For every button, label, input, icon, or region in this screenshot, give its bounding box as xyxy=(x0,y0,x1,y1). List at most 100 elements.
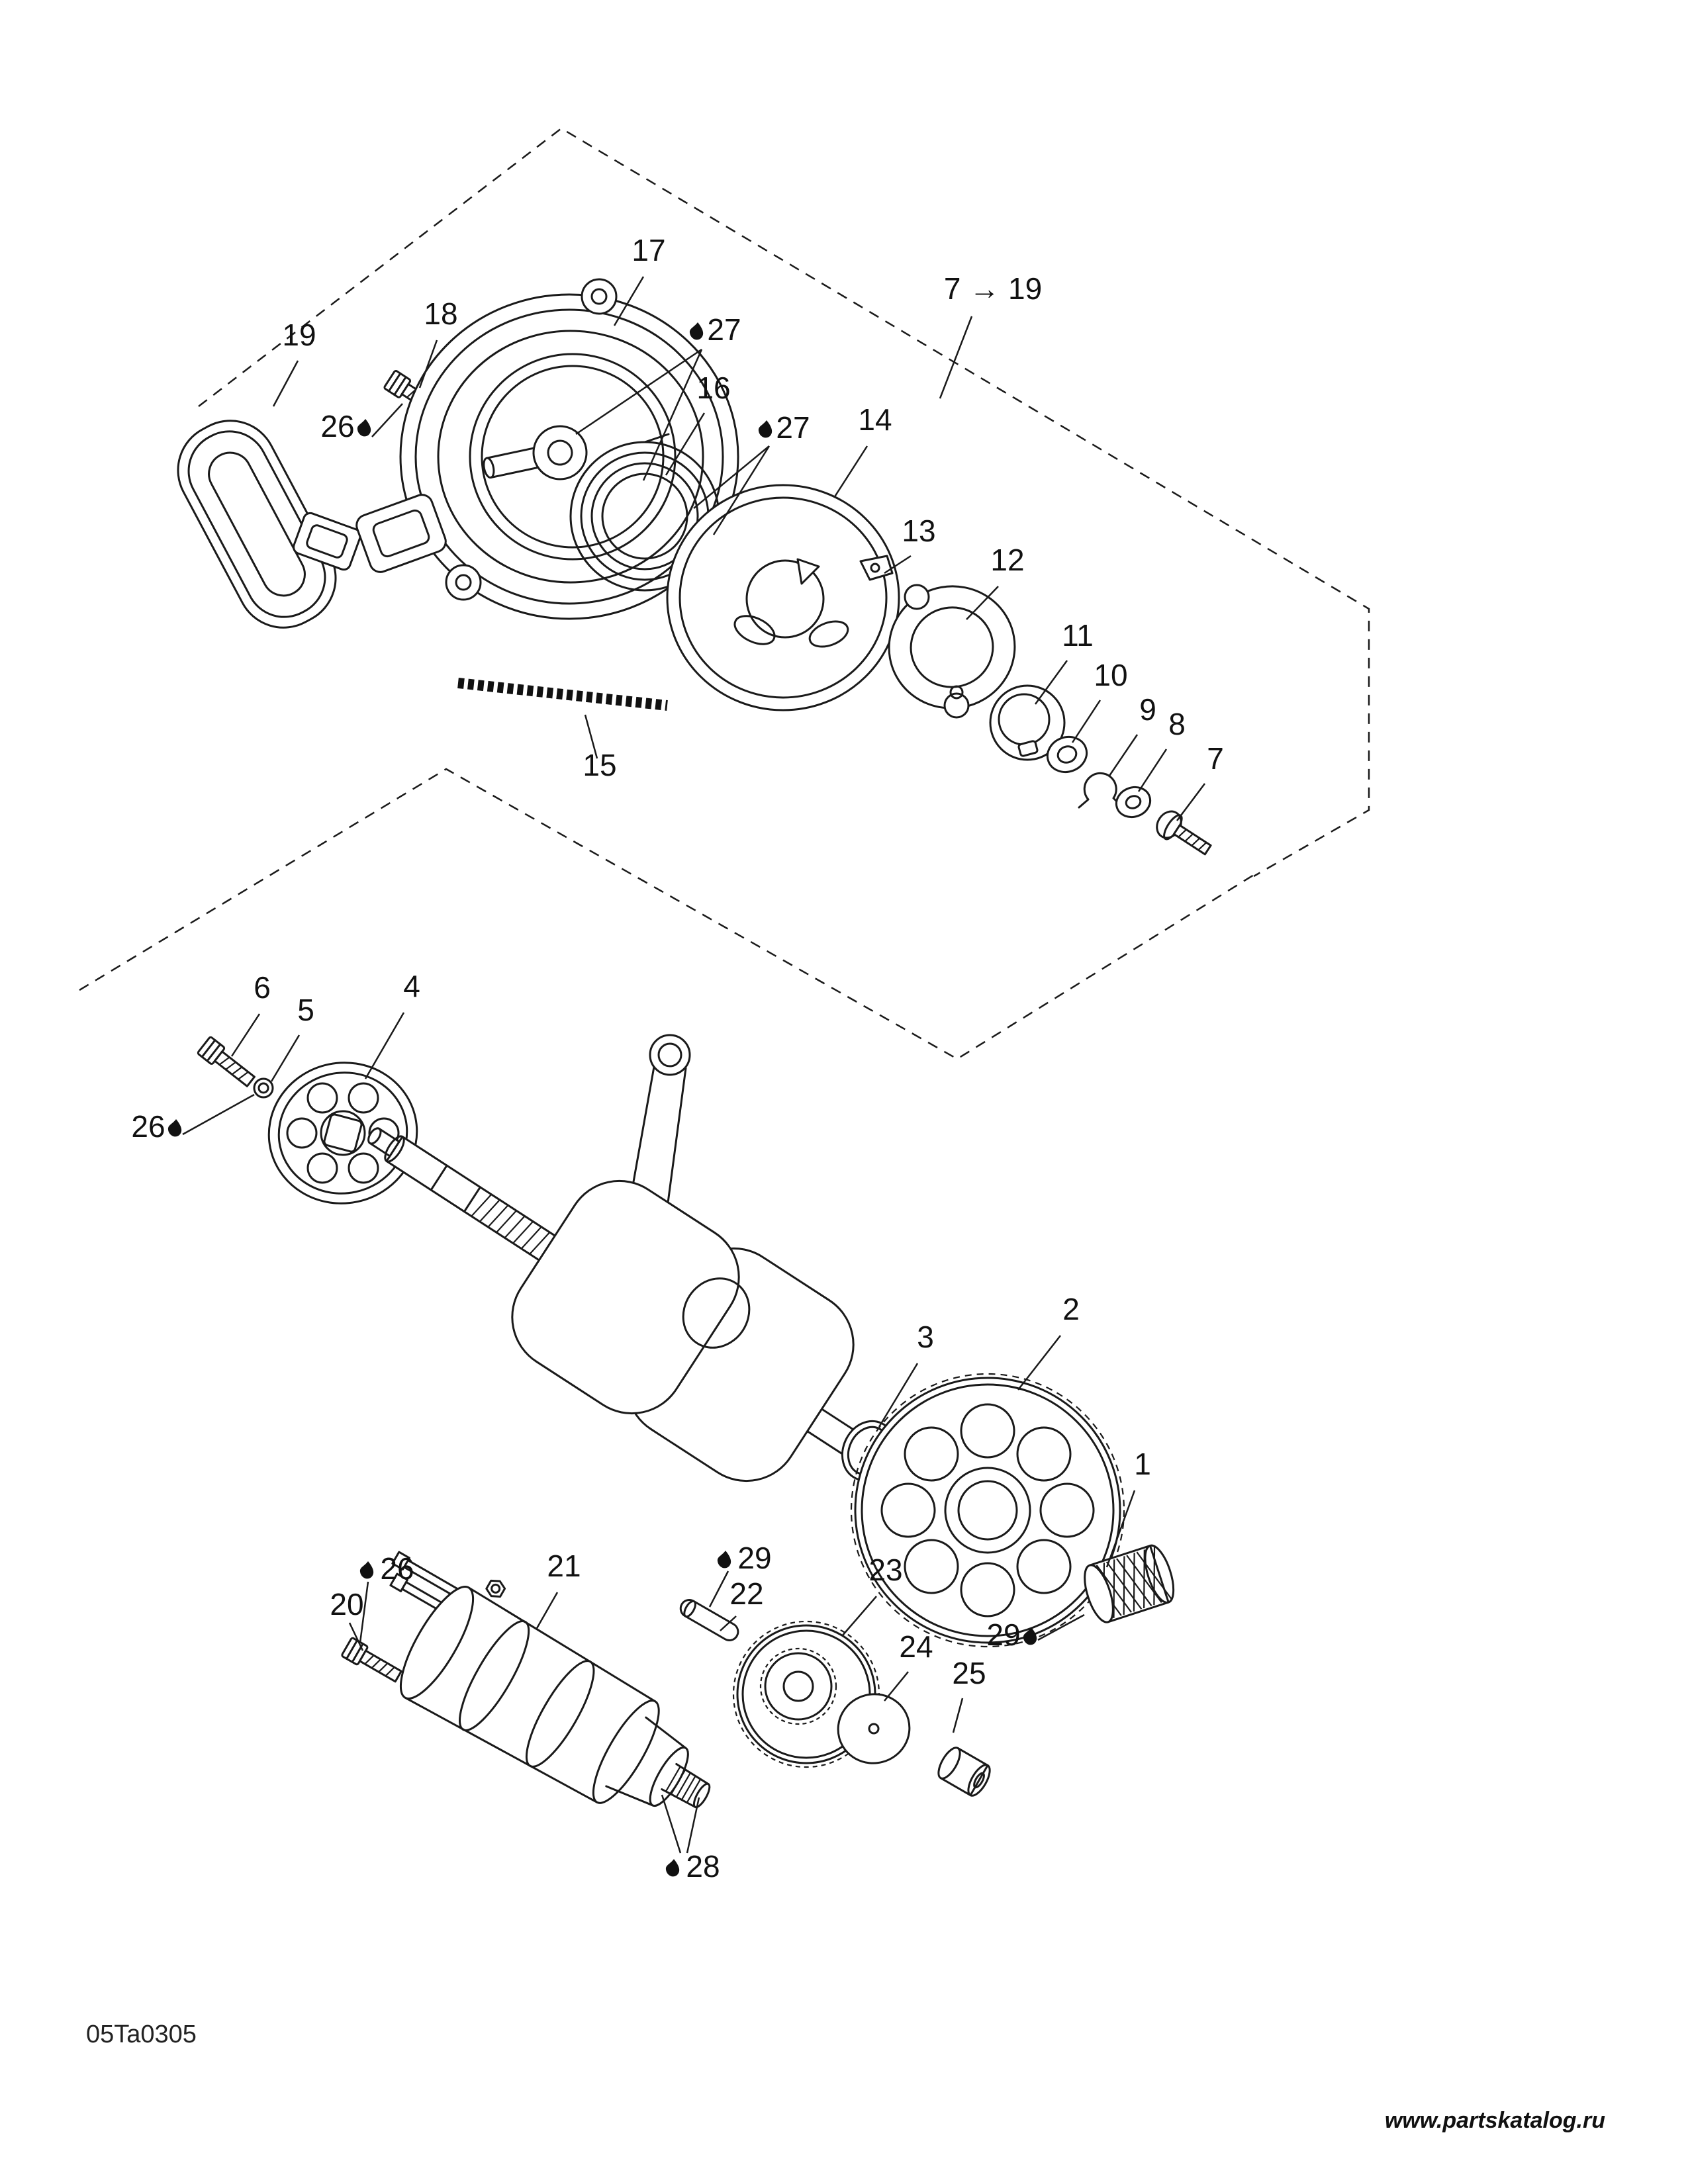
leader-line xyxy=(1108,734,1139,776)
callout-label: 12 xyxy=(990,543,1024,577)
callout-29-left: 29 xyxy=(708,1541,772,1608)
callout-7: 7 xyxy=(1176,741,1224,821)
callout-12: 12 xyxy=(966,543,1025,620)
leader-line xyxy=(708,1570,729,1608)
leader-line xyxy=(1017,1335,1061,1390)
part-rope-sheave-14 xyxy=(666,484,900,711)
callout-15: 15 xyxy=(583,714,617,782)
callout-13: 13 xyxy=(884,514,936,574)
leader-line xyxy=(364,1012,405,1079)
callout-17: 17 xyxy=(613,233,666,326)
leader-line xyxy=(613,276,645,326)
leader-line xyxy=(418,340,438,388)
watermark-link[interactable]: www.partskatalog.ru xyxy=(1385,2108,1605,2133)
callout-7-to-19: 7 → 19 xyxy=(939,271,1042,399)
oil-drop-icon xyxy=(689,322,704,340)
part-pin-22 xyxy=(679,1599,739,1641)
callout-label: 5 xyxy=(297,993,314,1027)
callout-label: 20 xyxy=(330,1587,363,1621)
callout-3: 3 xyxy=(878,1320,934,1428)
leader-line xyxy=(712,445,771,535)
part-spacer-25 xyxy=(937,1747,991,1797)
leader-line xyxy=(1137,749,1168,792)
part-screw-7 xyxy=(1156,810,1212,856)
leader-line xyxy=(693,445,770,509)
callout-27-upper: 27 xyxy=(575,312,741,481)
callout-28: 28 xyxy=(661,1794,720,1884)
leader-line xyxy=(182,1093,255,1136)
oil-drop-icon xyxy=(167,1119,182,1137)
callout-label: 11 xyxy=(1062,618,1094,653)
leader-line xyxy=(952,1698,964,1733)
callout-label: 22 xyxy=(729,1576,763,1611)
callout-2: 2 xyxy=(1017,1292,1080,1390)
callout-label: 16 xyxy=(696,371,730,405)
part-rope-15 xyxy=(457,678,668,711)
leader-line xyxy=(939,316,973,399)
leader-line xyxy=(1037,1614,1085,1641)
callout-1: 1 xyxy=(1105,1447,1151,1568)
callout-label: 25 xyxy=(952,1656,986,1690)
callout-label: 26 xyxy=(320,409,354,443)
callout-18: 18 xyxy=(418,296,458,388)
oil-drop-icon xyxy=(758,420,773,438)
part-bolt-20 xyxy=(340,1636,405,1687)
callout-16: 16 xyxy=(665,371,731,476)
part-friction-plate-12 xyxy=(888,584,1016,719)
part-washer-10 xyxy=(1046,736,1088,773)
callout-label: 9 xyxy=(1139,692,1156,727)
leader-line xyxy=(878,1363,919,1428)
oil-drop-icon xyxy=(665,1859,680,1877)
leader-line xyxy=(270,1034,301,1082)
leader-line xyxy=(833,445,868,498)
callout-11: 11 xyxy=(1034,618,1094,705)
callout-25: 25 xyxy=(952,1656,986,1733)
callout-label: 27 xyxy=(707,312,741,347)
part-ratchet-disc-11 xyxy=(989,684,1066,761)
callout-label: 28 xyxy=(686,1849,720,1884)
callout-22: 22 xyxy=(720,1576,764,1631)
callout-label: 3 xyxy=(917,1320,934,1354)
callout-label: 23 xyxy=(868,1553,902,1587)
part-starting-pulley-4 xyxy=(267,1062,418,1205)
leader-line xyxy=(584,714,598,759)
leader-line xyxy=(348,1622,364,1651)
part-starter-motor-21 xyxy=(389,1551,711,1809)
leader-line xyxy=(966,586,999,620)
callout-label: 7 xyxy=(1207,741,1224,776)
callout-8: 8 xyxy=(1137,707,1186,792)
construction-lines xyxy=(79,127,1370,1060)
callout-10: 10 xyxy=(1071,658,1128,743)
leader-line xyxy=(575,348,702,435)
callout-label: 27 xyxy=(776,410,810,445)
part-washer-8 xyxy=(1115,786,1152,819)
leader-line xyxy=(841,1596,877,1637)
leader-line xyxy=(1105,1490,1136,1568)
callout-26-bottom: 26 xyxy=(359,1551,414,1643)
part-handle-19 xyxy=(177,420,361,629)
leader-line xyxy=(720,1615,737,1631)
callout-label: 2 xyxy=(1062,1292,1080,1326)
part-clip-9 xyxy=(1078,772,1123,809)
leader-line xyxy=(272,360,299,407)
callout-5: 5 xyxy=(270,993,314,1082)
callout-19: 19 xyxy=(272,318,316,407)
callout-14: 14 xyxy=(833,402,892,498)
callout-label: 18 xyxy=(424,296,457,331)
oil-drop-icon xyxy=(359,1561,374,1579)
oil-drop-icon xyxy=(357,419,371,437)
leader-line xyxy=(884,1671,909,1702)
leader-line xyxy=(359,1581,369,1643)
leader-line xyxy=(371,403,403,437)
callout-label: 29 xyxy=(986,1617,1020,1652)
callout-label: 17 xyxy=(632,233,665,267)
oil-drop-icon xyxy=(717,1551,731,1569)
leader-line xyxy=(665,412,706,476)
callout-label: 14 xyxy=(858,402,892,437)
callout-20: 20 xyxy=(330,1587,364,1651)
callout-label: 29 xyxy=(737,1541,771,1575)
part-starter-housing-17 xyxy=(355,278,739,620)
part-needle-bearing-1 xyxy=(1084,1544,1175,1623)
callout-label: 26 xyxy=(131,1109,165,1144)
callout-29-right: 29 xyxy=(986,1614,1085,1652)
